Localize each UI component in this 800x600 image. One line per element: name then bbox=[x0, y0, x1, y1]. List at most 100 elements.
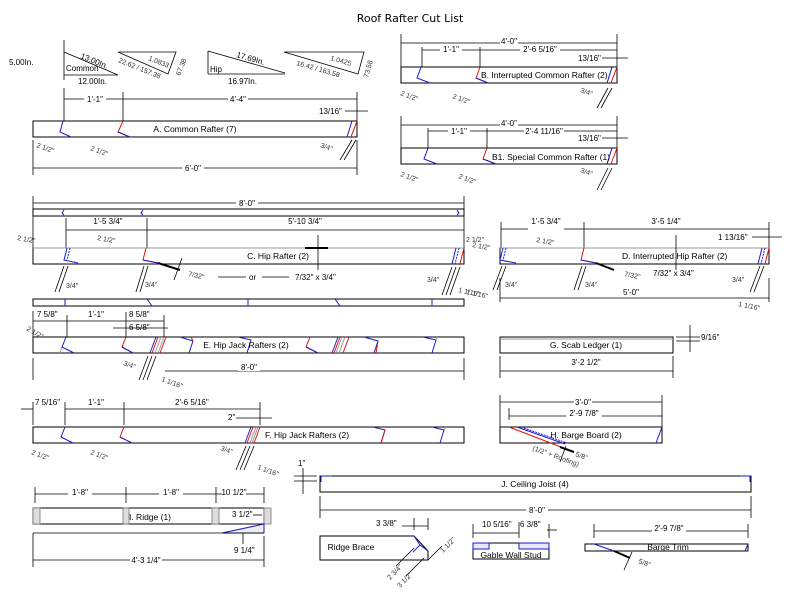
h-note: (1/2" + Roofing) bbox=[531, 445, 579, 468]
c-drop: 7/32" bbox=[188, 271, 206, 281]
trim-label: Barge Trim bbox=[647, 542, 689, 552]
f-seat1: 2 1/2" bbox=[30, 449, 50, 462]
b-seg2: 2'-6 5/16" bbox=[523, 45, 557, 54]
c-label: C. Hip Rafter (2) bbox=[247, 251, 309, 261]
a-tail: 13/16" bbox=[319, 107, 342, 116]
e-cheek: 3/4" bbox=[122, 360, 136, 371]
g-overall: 3'-2 1/2" bbox=[571, 358, 600, 367]
d-seat2: 2 1/2" bbox=[536, 237, 556, 247]
e-label: E. Hip Jack Rafters (2) bbox=[203, 340, 289, 350]
b-seat1: 2 1/2" bbox=[399, 90, 419, 103]
piece-f-hip-jack-rafters[interactable]: 7 5/16" 1'-1" 2'-6 5/16" 2" F. Hip Jack … bbox=[21, 398, 465, 479]
i-notch-4 bbox=[263, 507, 272, 525]
stud-label: Gable Wall Stud bbox=[480, 550, 541, 560]
e-overall: 8'-0" bbox=[241, 363, 257, 372]
d-drop: 7/32" bbox=[624, 271, 642, 281]
f-cheek: 3/4" bbox=[219, 445, 233, 456]
c-seat3: 2 1/2" bbox=[466, 237, 485, 244]
h-overall: 3'-0" bbox=[575, 398, 591, 407]
stud-b: 6 3/8" bbox=[520, 520, 541, 529]
piece-a-common-rafter[interactable]: 1'-1" 4'-4" 13/16" A. Common Rafter (7) … bbox=[32, 88, 368, 175]
common-rise-label: 5.00In. bbox=[9, 58, 33, 67]
f-seg0: 7 5/16" bbox=[35, 398, 60, 407]
c-seg1: 1'-5 3/4" bbox=[93, 217, 122, 226]
d-seat1: 2 1/2" bbox=[472, 242, 492, 252]
b-overall-top: 4'-0" bbox=[501, 37, 517, 46]
g-thick: 9/16" bbox=[701, 333, 720, 342]
e-seg2: 8 5/8" bbox=[129, 310, 150, 319]
brace-label: Ridge Brace bbox=[328, 542, 375, 552]
i-seg1: 1'-8" bbox=[72, 488, 88, 497]
b-seat2: 2 1/2" bbox=[451, 93, 471, 106]
common-label: Common bbox=[66, 64, 98, 73]
i-label: I. Ridge (1) bbox=[129, 512, 171, 522]
d-label: D. Interrupted Hip Rafter (2) bbox=[622, 251, 728, 261]
common-pitch-triangle: 5.00In. Common 12.00In. 13.00In. bbox=[9, 40, 119, 86]
b1-seat2: 2 1/2" bbox=[457, 173, 477, 186]
brace-b: 3 1/2" bbox=[396, 571, 414, 589]
d-overall: 5'-0" bbox=[623, 288, 639, 297]
b-label: B. Interrupted Common Rafter (2) bbox=[481, 70, 608, 80]
piece-ridge-brace[interactable]: 3 3/8" Ridge Brace 2 3/4" 3 1/2" 1 1/2" bbox=[319, 518, 458, 589]
d-end1: 1 1/16" bbox=[466, 289, 489, 301]
piece-barge-trim[interactable]: 2'-9 7/8" Barge Trim 5/8" bbox=[584, 524, 749, 571]
i-seg3: 10 1/2" bbox=[221, 488, 246, 497]
trim-overall: 2'-9 7/8" bbox=[654, 524, 683, 533]
piece-d-interrupted-hip-rafter[interactable]: 1'-5 3/4" 3'-5 1/4" 1 13/16" D. Interrup… bbox=[466, 217, 782, 313]
piece-gable-wall-stud[interactable]: 10 5/16" 6 3/8" Gable Wall Stud bbox=[472, 520, 557, 560]
hip-run-label: 16.97In. bbox=[228, 77, 257, 86]
e-seg0: 7 5/8" bbox=[37, 310, 58, 319]
piece-g-scab-ledger[interactable]: G. Scab Ledger (1) 9/16" 3'-2 1/2" bbox=[499, 325, 720, 378]
page-title: Roof Rafter Cut List bbox=[357, 12, 464, 25]
piece-i-ridge[interactable]: 1'-8" 1'-8" 10 1/2" I. Ridge (1) 3 1/2" … bbox=[32, 487, 272, 567]
i-cut: 9 1/4" bbox=[234, 546, 255, 555]
d-end2: 1 1/16" bbox=[738, 301, 761, 313]
e-seg1: 1'-1" bbox=[88, 310, 104, 319]
f-seg2: 2'-6 5/16" bbox=[175, 398, 209, 407]
a-seat1: 2 1/2" bbox=[35, 142, 55, 155]
f-seg1: 1'-1" bbox=[88, 398, 104, 407]
piece-b1-special-common-rafter[interactable]: 4'-0" 1'-1" 2'-4 11/16" 13/16" B1. Speci… bbox=[399, 116, 628, 191]
hip-hyp-label: 17.69In. bbox=[235, 50, 265, 67]
piece-j-ceiling-joist[interactable]: 1" J. Ceiling Joist (4) 8'-0" bbox=[294, 459, 752, 518]
a-label: A. Common Rafter (7) bbox=[153, 124, 236, 134]
d-cheek3: 3/4" bbox=[732, 277, 745, 284]
c-or: or bbox=[249, 273, 256, 282]
j-label: J. Ceiling Joist (4) bbox=[501, 479, 569, 489]
i-depth: 3 1/2" bbox=[232, 510, 253, 519]
c-overall: 8'-0" bbox=[239, 199, 255, 208]
trim-offset: 5/8" bbox=[637, 558, 651, 569]
c-cheek1: 3/4" bbox=[66, 283, 79, 290]
f-seat2: 2 1/2" bbox=[89, 449, 109, 462]
common-angle2: 67.38 bbox=[175, 58, 188, 77]
hip-angle-triangle: 1.0425 16.42 / 163.58 73.58 bbox=[283, 51, 375, 79]
i-notch-2 bbox=[122, 507, 130, 525]
common-run-label: 12.00In. bbox=[78, 77, 107, 86]
c-cheek2: 3/4" bbox=[145, 282, 158, 289]
c-seat2: 2 1/2" bbox=[97, 235, 117, 245]
b1-seat1: 2 1/2" bbox=[399, 171, 419, 184]
f-gap: 2" bbox=[228, 413, 235, 422]
c-seat1: 2 1/2" bbox=[17, 235, 37, 245]
b-seg1: 1'-1" bbox=[443, 45, 459, 54]
c-seg2: 5'-10 3/4" bbox=[288, 217, 322, 226]
piece-c-hip-rafter[interactable]: 8'-0" 1'-5 3/4" 5'-10 3/4" C. Hip Rafter… bbox=[17, 196, 485, 307]
hip-ratio: 1.0425 bbox=[329, 55, 352, 68]
piece-h-barge-board[interactable]: 3'-0" 2'-9 7/8" H. Barge Board (2) 5/8" … bbox=[499, 395, 663, 469]
common-ratio: 1.0833 bbox=[147, 55, 170, 70]
b1-label: B1. Special Common Rafter (1) bbox=[492, 152, 610, 162]
a-seat2: 2 1/2" bbox=[89, 145, 109, 158]
d-seg1: 1'-5 3/4" bbox=[531, 217, 560, 226]
c-cheek3: 3/4" bbox=[427, 277, 440, 284]
hip-label: Hip bbox=[210, 65, 223, 74]
b1-overall-top: 4'-0" bbox=[501, 119, 517, 128]
i-seg2: 1'-8" bbox=[163, 488, 179, 497]
piece-e-hip-jack-rafters[interactable]: 7 5/8" 1'-1" 8 5/8" 6 5/8" E. Hip Jack R… bbox=[25, 310, 465, 391]
d-seg2: 3'-5 1/4" bbox=[651, 217, 680, 226]
piece-b-interrupted-common-rafter[interactable]: 4'-0" 1'-1" 2'-6 5/16" 13/16" B. Interru… bbox=[399, 34, 628, 109]
c-end: 1 1/16" bbox=[458, 287, 481, 299]
d-cheek2: 3/4" bbox=[585, 282, 598, 289]
i-overall: 4'-3 1/4" bbox=[131, 556, 160, 565]
j-overall: 8'-0" bbox=[529, 506, 545, 515]
